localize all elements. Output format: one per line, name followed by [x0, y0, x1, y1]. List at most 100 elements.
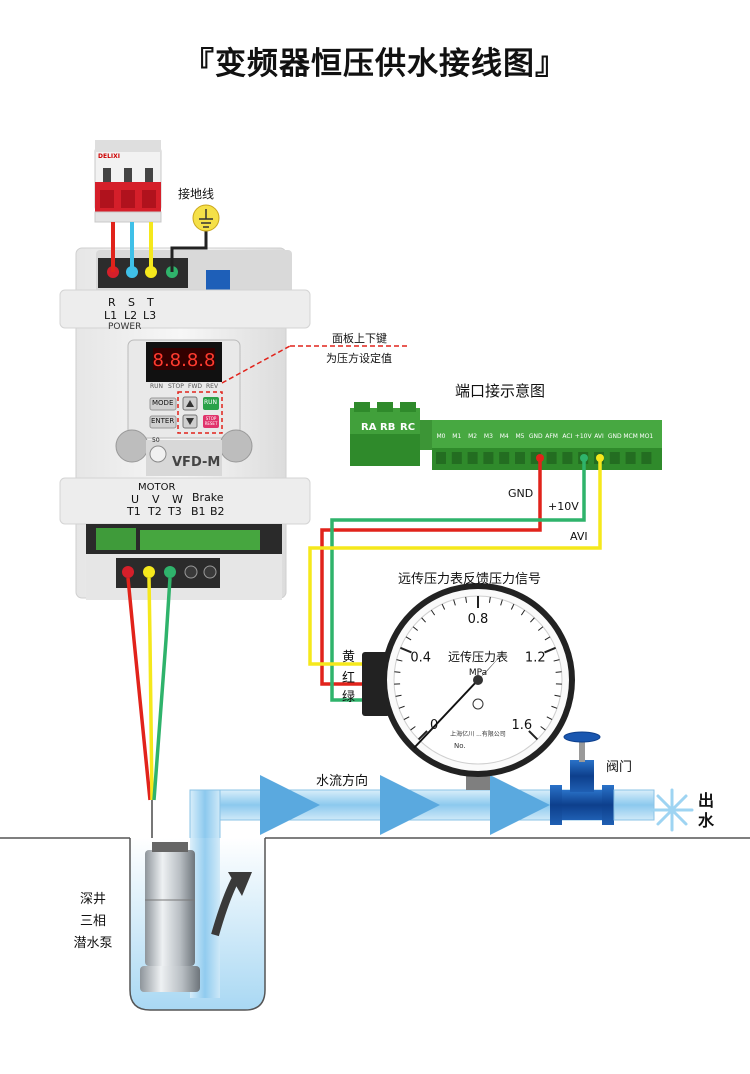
gauge-tick	[430, 609, 436, 616]
enter-button[interactable]: ENTER	[151, 417, 175, 425]
gauge-tick	[405, 636, 412, 641]
led-stop: STOP	[168, 383, 184, 390]
brake-b2: B2	[210, 505, 225, 518]
gauge-tick	[551, 705, 558, 709]
control-port-label: GND	[529, 433, 543, 440]
wire-green-label: 绿	[342, 690, 356, 705]
ground-icon	[192, 204, 220, 232]
line-t1: T1	[127, 505, 141, 518]
led-rev: REV	[206, 383, 219, 390]
terminal-s: S	[128, 296, 135, 309]
gauge-tick	[410, 726, 416, 731]
line-l2: L2	[124, 309, 138, 322]
gauge-tick	[395, 694, 402, 697]
gauge-tick	[417, 730, 428, 741]
gauge-tick	[544, 646, 556, 654]
led-run: RUN	[150, 383, 164, 390]
line-l3: L3	[143, 309, 157, 322]
gauge-tick	[412, 626, 419, 631]
gauge-tick	[520, 609, 526, 616]
gauge-tick	[465, 596, 468, 603]
brake-label: Brake	[192, 491, 224, 504]
control-port-label: M3	[484, 433, 493, 440]
gauge-tick	[398, 705, 405, 709]
wire-red-label: 红	[342, 671, 356, 686]
pump-label-2: 三相	[79, 914, 106, 929]
control-port-label: GND	[608, 433, 622, 440]
gauge-caption: 远传压力表反馈压力信号	[398, 572, 542, 587]
gauge-tick	[453, 599, 456, 606]
gauge-tick	[555, 671, 562, 673]
stop-reset-button[interactable]: STOP RESET	[204, 416, 218, 426]
control-pin	[609, 452, 620, 464]
gauge-tick	[528, 730, 539, 741]
control-port-label: AFM	[545, 433, 558, 440]
terminal-t: T	[147, 296, 154, 309]
control-port-label: AVI	[594, 433, 604, 440]
gauge-number-label: No.	[454, 742, 466, 750]
gauge-tick	[530, 617, 535, 623]
avi-label: AVI	[570, 530, 588, 543]
line-l1: L1	[104, 309, 118, 322]
outlet-label-1: 出	[698, 791, 715, 810]
run-button[interactable]: RUN	[204, 399, 218, 406]
gauge-tick	[510, 603, 515, 610]
control-port-label: M4	[500, 433, 509, 440]
plus10v-label: +10V	[548, 500, 579, 513]
flow-direction-label: 水流方向	[316, 774, 369, 789]
gauge-tick-label: 0.4	[410, 650, 431, 665]
gauge-tick-label: 0.8	[468, 612, 489, 627]
motor-label: MOTOR	[138, 482, 176, 493]
control-port-label: M2	[468, 433, 477, 440]
circuit-breaker: DELIXI	[94, 140, 162, 223]
pump-label-1: 深井	[79, 892, 106, 907]
led-fwd: FWD	[188, 383, 203, 390]
down-arrow-icon[interactable]	[186, 418, 194, 425]
motor-wires	[126, 577, 172, 860]
model-label: VFD-M	[172, 455, 221, 470]
control-port-label: MCM	[623, 433, 638, 440]
panel-note-line2: 为压方设定值	[326, 352, 392, 365]
signal-wires	[308, 458, 602, 702]
valve-label: 阀门	[606, 760, 633, 775]
gauge-tick	[441, 603, 446, 610]
outlet-label-2: 水	[698, 811, 715, 830]
submersible-pump	[140, 842, 200, 992]
gauge-tick	[537, 626, 544, 631]
port-diagram-label: 端口接示意图	[455, 382, 546, 400]
mode-button[interactable]: MODE	[152, 399, 174, 407]
control-pin	[530, 452, 541, 464]
terminal-v: V	[152, 493, 160, 506]
water-splash-icon	[650, 788, 694, 832]
wire-yellow-label: 黄	[342, 650, 356, 665]
up-arrow-icon[interactable]	[186, 400, 194, 407]
gauge-name: 远传压力表	[448, 649, 508, 664]
panel-note-line1: 面板上下键	[332, 332, 387, 345]
gauge-tick	[396, 659, 403, 662]
dial-value: 50	[152, 437, 160, 444]
gnd-label: GND	[508, 487, 534, 500]
display-readout: 8.8.8.8	[153, 350, 216, 371]
port-ra: RA	[361, 422, 377, 433]
line-t3: T3	[168, 505, 182, 518]
control-port-label: M5	[516, 433, 525, 440]
terminal-u: U	[131, 493, 140, 506]
terminal-r: R	[108, 296, 116, 309]
page-title: 『变频器恒压供水接线图』	[183, 46, 567, 82]
gauge-tick	[400, 646, 412, 654]
port-rc: RC	[400, 422, 415, 433]
keys-highlight	[177, 391, 223, 434]
gauge-tick	[421, 617, 426, 623]
control-port-label: M0	[437, 433, 446, 440]
control-port-label: ACI	[562, 433, 572, 440]
valve	[550, 731, 655, 825]
gauge-tick-label: 1.2	[525, 650, 546, 665]
control-pin	[625, 452, 636, 464]
terminal-w: W	[172, 493, 183, 506]
gauge-tick	[540, 726, 546, 731]
gauge-tick	[553, 659, 560, 662]
control-port-label: +10V	[575, 433, 593, 440]
